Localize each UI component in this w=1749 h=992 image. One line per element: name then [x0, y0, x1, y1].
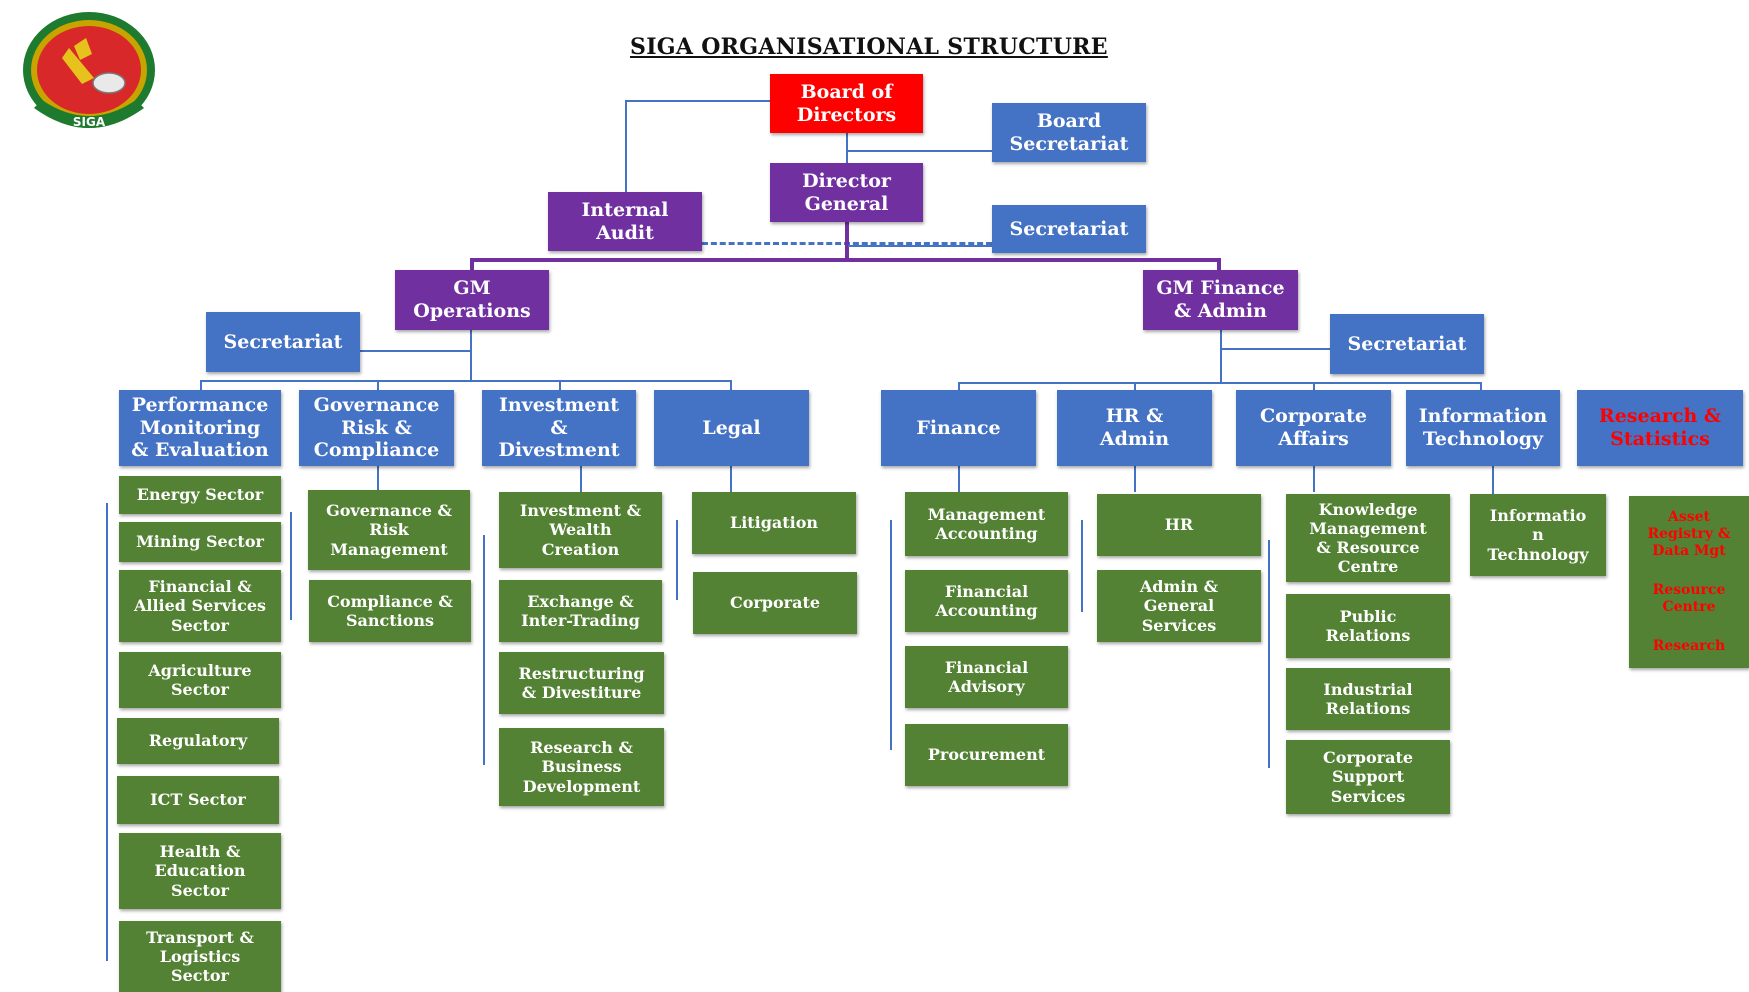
internal-audit: Internal Audit — [548, 192, 702, 251]
unit-admin-general-services: Admin & General Services — [1097, 570, 1261, 642]
research-units-list: Asset Registry & Data Mgt Resource Centr… — [1647, 498, 1730, 666]
director-general: Director General — [770, 163, 923, 222]
unit-research-business-development: Research & Business Development — [499, 728, 664, 806]
connector-dg-down — [845, 222, 849, 260]
connector-ops-drop-4 — [730, 380, 732, 390]
unit-industrial-relations: Industrial Relations — [1286, 668, 1450, 730]
dg-secretariat: Secretariat — [992, 205, 1146, 253]
unit-litigation: Litigation — [692, 492, 856, 554]
rail-hr — [1081, 520, 1083, 612]
unit-compliance-sanctions: Compliance & Sanctions — [309, 580, 471, 642]
unit-governance-risk-management: Governance & Risk Management — [308, 490, 470, 570]
rail-investment — [483, 535, 485, 765]
connector-fin-trunk — [1220, 330, 1222, 382]
siga-logo-icon: SIGA — [14, 8, 164, 144]
unit-regulatory: Regulatory — [117, 718, 279, 764]
connector-gm-fin-down — [1217, 258, 1221, 270]
dept-hr-admin: HR & Admin — [1057, 390, 1212, 466]
rail-finance — [890, 520, 892, 750]
unit-financial-advisory: Financial Advisory — [905, 646, 1068, 708]
connector-gm-horizontal — [470, 258, 1221, 262]
unit-management-accounting: Management Accounting — [905, 492, 1068, 556]
unit-restructuring-divestiture: Restructuring & Divestiture — [499, 652, 664, 714]
unit-ict-sector: ICT Sector — [117, 776, 279, 824]
connector-ops-bus — [200, 380, 731, 382]
unit-exchange-inter-trading: Exchange & Inter-Trading — [499, 580, 662, 642]
board-secretariat: Board Secretariat — [992, 103, 1146, 162]
chart-title: SIGA ORGANISATIONAL STRUCTURE — [630, 34, 1108, 60]
connector-hr-drop — [1134, 466, 1136, 492]
connector-fin-drop-3 — [1313, 382, 1315, 390]
connector-fin-drop-1 — [958, 382, 960, 390]
dept-corporate-affairs: Corporate Affairs — [1236, 390, 1391, 466]
connector-legal-drop — [730, 466, 732, 492]
unit-energy-sector: Energy Sector — [119, 476, 281, 514]
unit-public-relations: Public Relations — [1286, 594, 1450, 658]
connector-corp-drop — [1313, 466, 1315, 492]
connector-gov-drop — [377, 466, 379, 492]
unit-resource-centre: Resource Centre — [1652, 582, 1726, 615]
connector-fin-secretariat — [1220, 348, 1330, 350]
unit-procurement: Procurement — [905, 724, 1068, 786]
rail-corporate — [1268, 540, 1270, 768]
dept-legal: Legal — [654, 390, 809, 466]
connector-ops-drop-1 — [200, 380, 202, 390]
dept-performance-monitoring: Performance Monitoring & Evaluation — [119, 390, 281, 466]
unit-asset-registry: Asset Registry & Data Mgt — [1647, 509, 1731, 559]
gm-finance-secretariat: Secretariat — [1330, 314, 1484, 374]
unit-transport-logistics: Transport & Logistics Sector — [119, 921, 281, 992]
unit-knowledge-management: Knowledge Management & Resource Centre — [1286, 494, 1450, 582]
unit-agriculture-sector: Agriculture Sector — [119, 652, 281, 708]
connector-fin-drop-2 — [1134, 382, 1136, 390]
connector-board-secretariat — [846, 150, 992, 152]
logo-text: SIGA — [73, 115, 106, 129]
connector-finance-drop — [958, 466, 960, 492]
connector-ops-secretariat — [360, 350, 472, 352]
dept-research-statistics-label: Research & Statistics — [1598, 405, 1722, 450]
unit-hr: HR — [1097, 494, 1261, 556]
connector-ops-drop-3 — [559, 380, 561, 390]
unit-mining-sector: Mining Sector — [119, 522, 281, 562]
connector-ops-trunk — [470, 330, 472, 382]
dept-research-statistics: Research & Statistics — [1577, 390, 1743, 466]
connector-dg-secretariat — [848, 245, 992, 247]
unit-investment-wealth-creation: Investment & Wealth Creation — [499, 492, 662, 568]
unit-financial-accounting: Financial Accounting — [905, 570, 1068, 632]
connector-board-dg — [846, 133, 848, 163]
connector-gm-ops-down — [470, 258, 474, 270]
unit-health-education: Health & Education Sector — [119, 833, 281, 909]
unit-information-technology: Informatio n Technology — [1470, 494, 1606, 576]
dept-information-technology: Information Technology — [1406, 390, 1560, 466]
connector-board-left — [625, 100, 770, 102]
dept-finance: Finance — [881, 390, 1036, 466]
rail-legal — [676, 520, 678, 600]
connector-fin-bus — [958, 382, 1481, 384]
connector-fin-drop-4 — [1480, 382, 1482, 390]
connector-it-unit — [1492, 466, 1494, 494]
gm-operations: GM Operations — [395, 270, 549, 330]
gm-finance-admin: GM Finance & Admin — [1143, 270, 1298, 330]
unit-financial-allied-services: Financial & Allied Services Sector — [119, 570, 281, 642]
connector-invest-drop — [580, 466, 582, 492]
connector-ops-drop-2 — [377, 380, 379, 390]
connector-audit-vertical — [625, 100, 627, 192]
gm-operations-secretariat: Secretariat — [206, 312, 360, 372]
unit-corporate: Corporate — [693, 572, 857, 634]
dept-governance-risk: Governance Risk & Compliance — [299, 390, 454, 466]
rail-performance — [106, 503, 108, 961]
unit-research-statistics-group: Asset Registry & Data Mgt Resource Centr… — [1629, 496, 1749, 668]
unit-corporate-support-services: Corporate Support Services — [1286, 740, 1450, 814]
board-of-directors: Board of Directors — [770, 74, 923, 133]
dept-investment-divestment: Investment & Divestment — [482, 390, 636, 466]
unit-research: Research — [1652, 638, 1726, 654]
rail-governance — [290, 512, 292, 620]
